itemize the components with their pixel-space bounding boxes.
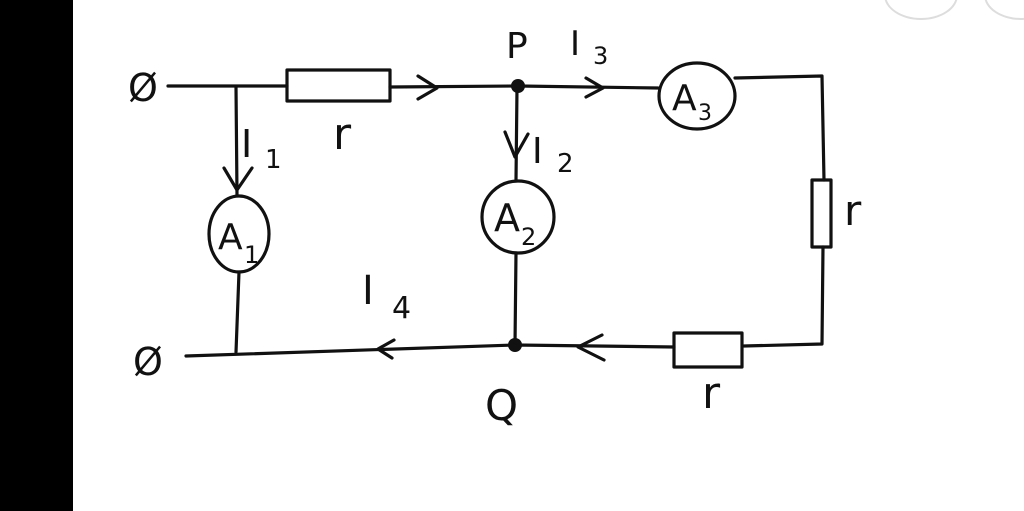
label-i2-sub: 2	[557, 149, 574, 179]
wire-right-bottom	[742, 245, 825, 348]
label-ammeter-a1-sub: 1	[244, 241, 259, 269]
label-i4-sub: 4	[392, 291, 411, 326]
label-p: P	[506, 26, 528, 67]
label-resistor-right: r	[844, 186, 862, 235]
arrow-i3	[584, 76, 605, 99]
wire-middle-lower	[513, 251, 518, 347]
wire-bottom	[184, 343, 676, 358]
left-black-bar	[0, 0, 73, 511]
arrow-i2	[503, 130, 530, 159]
wire-middle-upper	[514, 86, 519, 182]
label-ammeter-a1: A	[218, 217, 243, 258]
resistor-right	[810, 178, 833, 249]
label-q: Q	[485, 381, 518, 430]
arrow-top-right	[416, 74, 439, 101]
junction-p	[511, 79, 525, 93]
wire-left-upper	[234, 85, 239, 197]
label-i4: I	[362, 268, 374, 314]
ammeter-a2	[480, 179, 556, 255]
label-ammeter-a2-sub: 2	[521, 223, 536, 251]
label-i2: I	[532, 131, 543, 172]
resistor-top	[285, 68, 392, 103]
resistor-bottom	[672, 331, 744, 369]
label-ammeter-a2: A	[494, 196, 520, 240]
wire-left-lower	[234, 270, 241, 354]
ammeter-a3	[657, 61, 737, 131]
wire-a3-to-right-resistor	[733, 74, 826, 182]
terminal-bottom: Ø	[133, 340, 163, 384]
label-i1-sub: 1	[265, 145, 282, 175]
label-i3: I	[570, 24, 580, 64]
arrow-i1	[222, 166, 254, 192]
arrow-bottom-right	[576, 333, 606, 362]
label-ammeter-a3-sub: 3	[698, 101, 712, 126]
arrow-i4	[376, 338, 396, 360]
label-ammeter-a3: A	[672, 78, 697, 119]
junction-q	[508, 338, 522, 352]
label-i3-sub: 3	[593, 42, 608, 70]
terminal-top: Ø	[128, 66, 158, 110]
label-resistor-bottom: r	[702, 368, 721, 419]
label-resistor-top: r	[333, 109, 352, 160]
label-i1: I	[241, 122, 252, 166]
